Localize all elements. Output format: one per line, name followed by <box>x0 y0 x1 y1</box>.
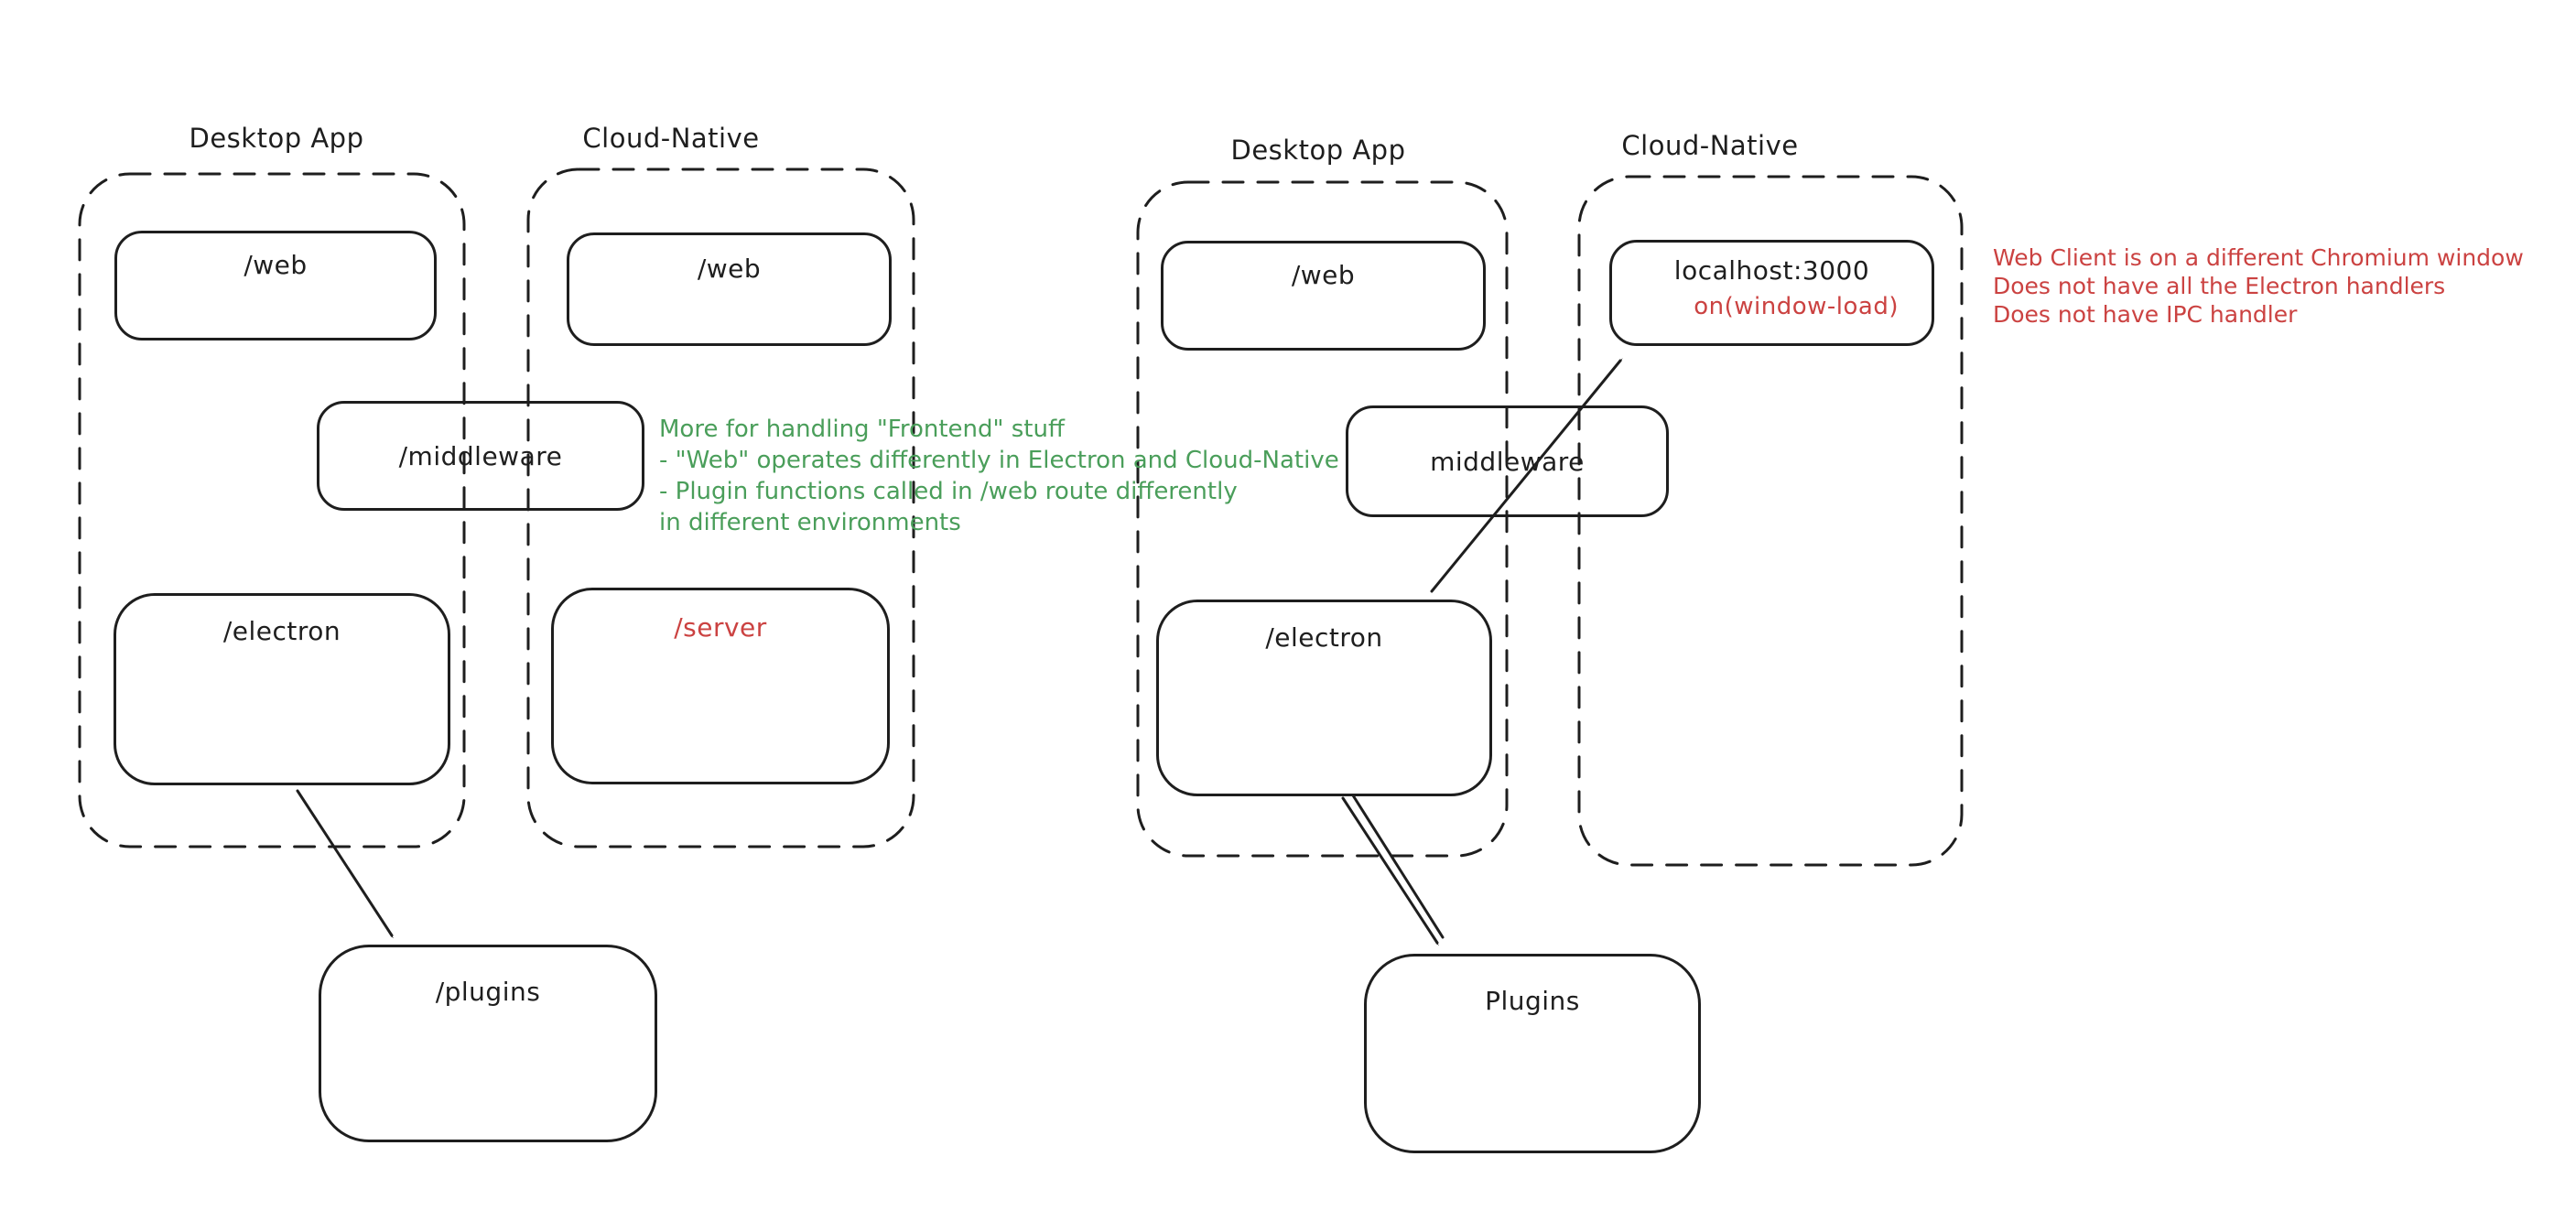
node-electron-right-label: /electron <box>1265 622 1383 653</box>
node-plugins-right-label: Plugins <box>1485 986 1580 1016</box>
node-middleware-left-label: /middleware <box>398 440 563 471</box>
green-annotation-line-3: - Plugin functions called in /web route … <box>659 478 1238 505</box>
label-desktop-app-left[interactable]: Desktop App <box>189 123 364 154</box>
green-annotation[interactable]: More for handling "Frontend" stuff - "We… <box>659 414 1339 538</box>
node-web-desktop-left[interactable]: /web <box>114 231 437 340</box>
node-localhost-3000[interactable]: localhost:3000 on(window-load) <box>1609 240 1934 346</box>
node-middleware-right[interactable]: middleware <box>1346 405 1669 517</box>
red-annotation-line-2: Does not have all the Electron handlers <box>1993 273 2446 299</box>
node-electron-left[interactable]: /electron <box>114 593 450 785</box>
node-on-window-load-label: on(window-load) <box>1694 293 1899 320</box>
green-annotation-line-2: - "Web" operates differently in Electron… <box>659 447 1339 474</box>
arrow-electron-to-plugins-right-1[interactable] <box>1341 796 1437 943</box>
label-cloud-native-left[interactable]: Cloud-Native <box>582 123 760 154</box>
node-plugins-right[interactable]: Plugins <box>1364 954 1701 1153</box>
arrow-electron-to-plugins-left[interactable] <box>296 789 392 935</box>
node-web-cloud-left-label: /web <box>697 254 762 284</box>
red-annotation-line-1: Web Client is on a different Chromium wi… <box>1993 244 2524 271</box>
green-annotation-line-4: in different environments <box>659 509 961 536</box>
node-server-left-label: /server <box>674 612 767 643</box>
label-desktop-app-right[interactable]: Desktop App <box>1230 135 1406 166</box>
label-cloud-native-right[interactable]: Cloud-Native <box>1621 130 1799 161</box>
red-annotation-line-3: Does not have IPC handler <box>1993 301 2298 328</box>
node-plugins-left[interactable]: /plugins <box>319 945 657 1142</box>
node-web-desktop-right[interactable]: /web <box>1161 241 1486 351</box>
node-server-left[interactable]: /server <box>551 588 890 784</box>
node-web-desktop-left-label: /web <box>244 250 308 280</box>
node-localhost-3000-label: localhost:3000 <box>1673 255 1870 286</box>
node-electron-right[interactable]: /electron <box>1156 600 1492 796</box>
red-annotation[interactable]: Web Client is on a different Chromium wi… <box>1993 243 2524 329</box>
node-plugins-left-label: /plugins <box>435 977 541 1007</box>
arrow-electron-to-plugins-right-2[interactable] <box>1351 794 1445 939</box>
green-annotation-line-1: More for handling "Frontend" stuff <box>659 416 1065 443</box>
node-middleware-left[interactable]: /middleware <box>317 401 644 511</box>
node-middleware-right-label: middleware <box>1430 446 1585 477</box>
node-web-desktop-right-label: /web <box>1291 260 1356 290</box>
node-electron-left-label: /electron <box>222 616 341 646</box>
node-web-cloud-left[interactable]: /web <box>567 232 892 346</box>
